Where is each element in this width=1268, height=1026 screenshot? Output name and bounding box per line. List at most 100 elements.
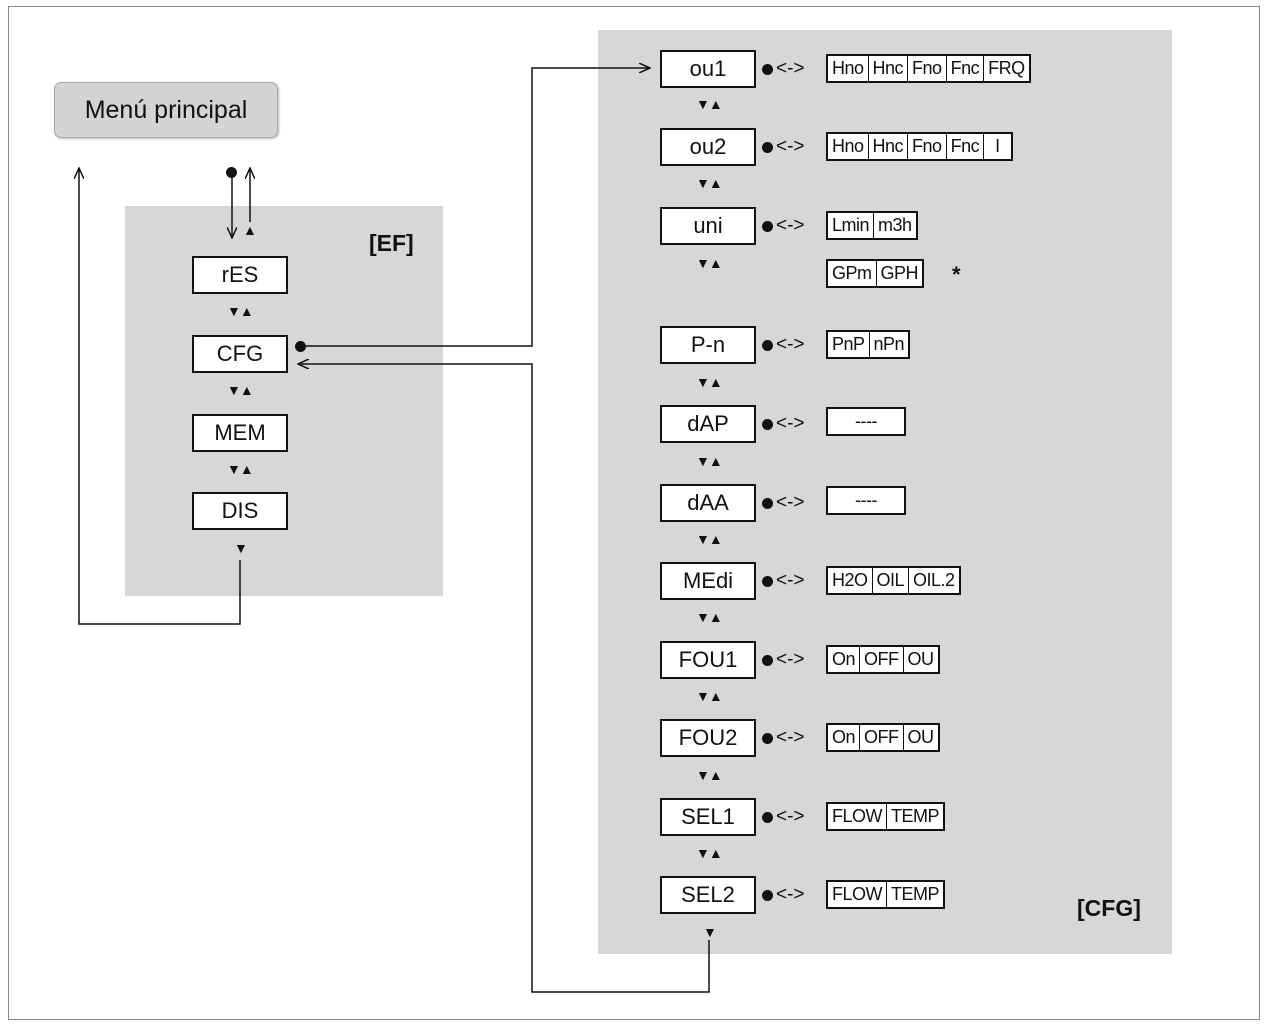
options-p-n: PnP nPn	[826, 330, 911, 359]
bidirectional-arrow: <->	[776, 649, 805, 670]
dot-marker	[226, 167, 237, 178]
option-cell: PnP	[828, 332, 870, 357]
loop-back-to-menu	[79, 168, 241, 625]
ef-label: [EF]	[369, 230, 414, 256]
dot-marker	[762, 64, 773, 75]
options-dap: ----	[826, 407, 906, 436]
option-cell: nPn	[873, 334, 905, 354]
dot-marker	[762, 498, 773, 509]
dot-marker	[295, 341, 306, 352]
options-ou1: Hno Hnc Fno Fnc FRQ	[826, 54, 1031, 83]
nav-arrows: ▼▲	[696, 255, 723, 271]
bidirectional-arrow: <->	[776, 492, 805, 513]
nav-arrow-down: ▼	[703, 924, 717, 940]
options-daa: ----	[826, 486, 906, 515]
ef-item-cfg: CFG	[192, 335, 288, 373]
ef-item-dis: DIS	[192, 492, 288, 530]
option-cell: Hnc	[869, 134, 909, 159]
option-cell: Lmin	[828, 213, 875, 238]
nav-arrow-down: ▼	[234, 540, 248, 556]
nav-arrows: ▼▲	[696, 453, 723, 469]
option-cell: FLOW	[828, 882, 887, 907]
bidirectional-arrow: <->	[776, 136, 805, 157]
param-p-n: P-n	[660, 326, 756, 364]
option-cell: m3h	[878, 215, 912, 235]
nav-arrows: ▼▲	[696, 531, 723, 547]
nav-arrow-up: ▲	[243, 222, 257, 238]
dot-marker	[762, 221, 773, 232]
option-cell: H2O	[828, 568, 873, 593]
option-cell: Fno	[908, 56, 947, 81]
ef-item-mem: MEM	[192, 414, 288, 452]
param-dap: dAP	[660, 405, 756, 443]
nav-arrows: ▼▲	[696, 96, 723, 112]
nav-arrows: ▼▲	[696, 688, 723, 704]
option-cell: Hnc	[869, 56, 909, 81]
option-cell: Hno	[828, 134, 869, 159]
dot-marker	[762, 142, 773, 153]
param-daa: dAA	[660, 484, 756, 522]
dot-marker	[762, 576, 773, 587]
option-cell: OIL.2	[913, 570, 955, 590]
option-cell: Fnc	[947, 134, 985, 159]
main-menu-box: Menú principal	[54, 82, 278, 138]
option-cell: Fno	[908, 134, 947, 159]
bidirectional-arrow: <->	[776, 215, 805, 236]
options-medi: H2O OIL OIL.2	[826, 566, 961, 595]
options-sel1: FLOW TEMP	[826, 802, 946, 831]
loop-back-to-cfg	[298, 364, 710, 993]
option-cell: TEMP	[891, 806, 940, 826]
bidirectional-arrow: <->	[776, 884, 805, 905]
option-cell: FRQ	[988, 58, 1025, 78]
option-cell: FLOW	[828, 804, 887, 829]
options-fou2: On OFF OU	[826, 723, 940, 752]
options-uni: Lmin m3h	[826, 211, 918, 240]
dot-marker	[762, 655, 773, 666]
ef-item-res: rES	[192, 256, 288, 294]
cfg-label: [CFG]	[1077, 895, 1141, 921]
nav-arrows: ▼▲	[696, 767, 723, 783]
option-cell: I	[995, 136, 1000, 156]
options-ou2: Hno Hnc Fno Fnc I	[826, 132, 1013, 161]
param-fou2: FOU2	[660, 719, 756, 757]
nav-arrows: ▼▲	[696, 374, 723, 390]
option-cell: Hno	[828, 56, 869, 81]
nav-arrows: ▼▲	[227, 382, 254, 398]
nav-arrows: ▼▲	[696, 609, 723, 625]
nav-arrows: ▼▲	[227, 303, 254, 319]
dot-marker	[762, 419, 773, 430]
nav-arrows: ▼▲	[696, 845, 723, 861]
option-cell: OU	[907, 649, 935, 669]
option-cell: OFF	[860, 725, 904, 750]
option-cell: GPH	[880, 263, 919, 283]
option-cell: On	[828, 725, 861, 750]
dot-marker	[762, 812, 773, 823]
footnote-asterisk: *	[952, 262, 961, 287]
param-uni: uni	[660, 207, 756, 245]
option-cell: ----	[855, 490, 877, 510]
dot-marker	[762, 890, 773, 901]
options-fou1: On OFF OU	[826, 645, 940, 674]
option-cell: OFF	[860, 647, 904, 672]
bidirectional-arrow: <->	[776, 334, 805, 355]
option-cell: On	[828, 647, 861, 672]
bidirectional-arrow: <->	[776, 413, 805, 434]
options-sel2: FLOW TEMP	[826, 880, 946, 909]
param-sel2: SEL2	[660, 876, 756, 914]
options-uni-extra: GPm GPH	[826, 259, 925, 288]
option-cell: OIL	[873, 568, 910, 593]
nav-arrows: ▼▲	[227, 461, 254, 477]
dot-marker	[762, 733, 773, 744]
option-cell: TEMP	[891, 884, 940, 904]
bidirectional-arrow: <->	[776, 806, 805, 827]
option-cell: GPm	[828, 261, 877, 286]
option-cell: OU	[907, 727, 935, 747]
bidirectional-arrow: <->	[776, 727, 805, 748]
option-cell: Fnc	[947, 56, 985, 81]
param-sel1: SEL1	[660, 798, 756, 836]
param-ou1: ou1	[660, 50, 756, 88]
param-ou2: ou2	[660, 128, 756, 166]
diagram-frame	[8, 6, 1260, 1020]
nav-arrows: ▼▲	[696, 175, 723, 191]
